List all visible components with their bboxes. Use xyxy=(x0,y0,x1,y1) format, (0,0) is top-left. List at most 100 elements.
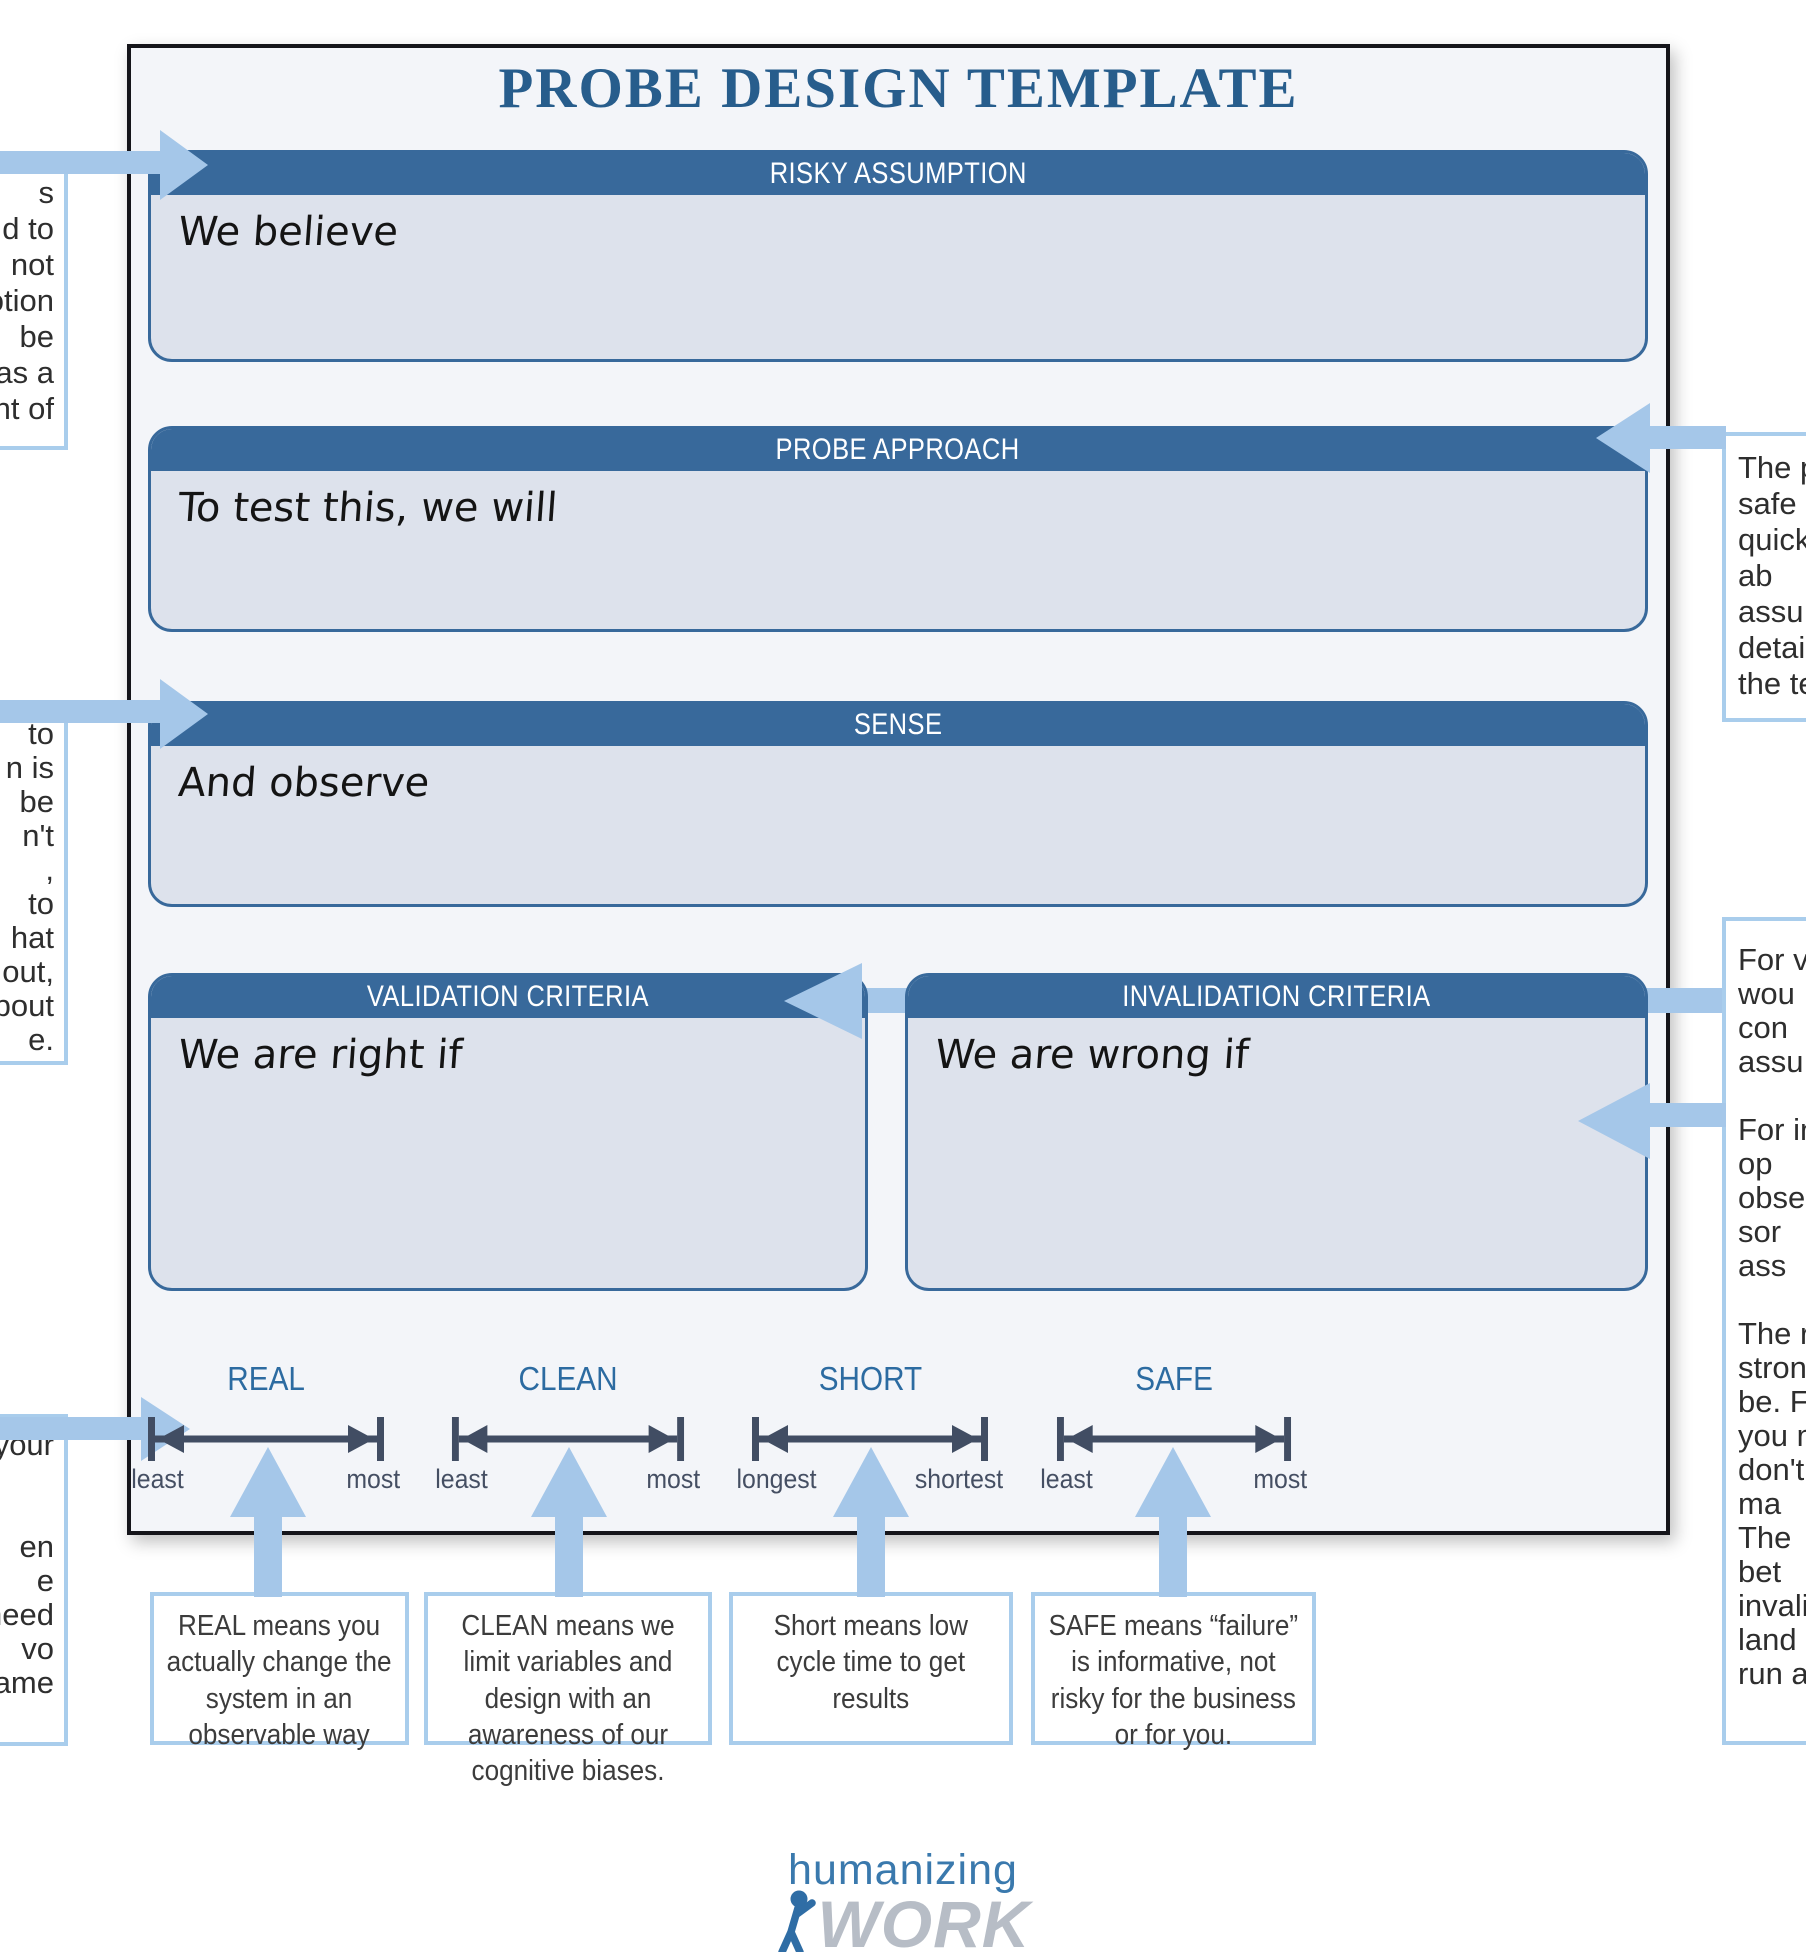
section-validation-criteria: VALIDATION CRITERIA We are right if xyxy=(148,973,868,1291)
callout-line: hat xyxy=(10,920,54,955)
slider-clean-track[interactable] xyxy=(450,1414,686,1464)
slider-safe-min-label: least xyxy=(1040,1464,1093,1494)
callout-line: bet xyxy=(1738,1554,1782,1589)
callout-line: ame xyxy=(0,1665,54,1700)
callout-line: as a xyxy=(0,355,54,390)
callout-line xyxy=(0,1462,54,1496)
slider-safe-max-label: most xyxy=(1253,1464,1308,1494)
callout-line: s xyxy=(38,175,55,210)
note-short: Short means low cycle time to get result… xyxy=(729,1592,1013,1745)
validation-criteria-field[interactable]: We are right if xyxy=(176,1032,464,1078)
person-icon xyxy=(777,1890,816,1952)
callout-line: run a xyxy=(1738,1656,1806,1691)
callout-line: The r xyxy=(1738,1316,1806,1351)
callout-line: , xyxy=(45,852,54,887)
slider-safe: SAFE least most xyxy=(1040,1360,1307,1495)
section-header-sense: SENSE xyxy=(151,704,1645,746)
slider-short-label: SHORT xyxy=(818,1360,922,1397)
risky-assumption-field[interactable]: We believe xyxy=(176,209,400,255)
note-safe: SAFE means “failure” is informative, not… xyxy=(1031,1592,1316,1751)
callout-line: assu xyxy=(1738,594,1804,629)
callout-line: out, xyxy=(2,954,54,989)
callout-line: n't xyxy=(22,818,54,853)
slider-safe-label: SAFE xyxy=(1135,1360,1213,1397)
callout-line: you m xyxy=(1738,1418,1806,1453)
callout-line: op xyxy=(1738,1146,1773,1181)
callout-line: assu xyxy=(1738,1044,1804,1079)
slider-real-min-label: least xyxy=(131,1464,184,1494)
callout-line: be xyxy=(19,784,54,819)
callout-line: For va xyxy=(1738,942,1806,977)
callout-line: don't xyxy=(1738,1452,1805,1487)
callout-line: n is xyxy=(5,750,54,785)
section-probe-approach: PROBE APPROACH To test this, we will xyxy=(148,426,1648,632)
callout-criteria: For vawouconassuFor inopobsesorassThe rs… xyxy=(1722,917,1806,1745)
callout-line: to xyxy=(28,716,54,751)
callout-line: ab xyxy=(1738,558,1773,593)
slider-real: REAL least most xyxy=(131,1360,400,1495)
logo-work-text: WORK xyxy=(817,1887,1031,1952)
callout-line: ass xyxy=(1738,1248,1787,1283)
callout-line: e. xyxy=(28,1022,54,1057)
slider-short: SHORT longest shortest xyxy=(736,1360,1003,1495)
slider-safe-track[interactable] xyxy=(1055,1414,1293,1464)
callout-line: vo xyxy=(21,1631,54,1666)
callout-line: sor xyxy=(1738,1214,1782,1249)
callout-line: e xyxy=(36,1563,54,1598)
page-title: PROBE DESIGN TEMPLATE xyxy=(498,57,1299,120)
note-clean: CLEAN means we limit variables and desig… xyxy=(424,1592,712,1787)
callout-line xyxy=(0,1496,54,1530)
slider-clean-max-label: most xyxy=(646,1464,701,1494)
slider-real-track[interactable] xyxy=(146,1414,386,1464)
callout-sliders: your eneneedvoame xyxy=(0,1414,68,1746)
callout-line: nt of xyxy=(0,391,54,426)
callout-probe-approach: The psafequicklyabassudetailthe te xyxy=(1722,432,1806,722)
callout-line: obse xyxy=(1738,1180,1806,1215)
probe-approach-field[interactable]: To test this, we will xyxy=(176,485,559,531)
slider-short-track[interactable] xyxy=(750,1414,990,1464)
logo-humanizing-text: humanizing xyxy=(788,1846,1018,1894)
callout-line: be. Fo xyxy=(1738,1384,1806,1419)
section-header-invalidation-criteria: INVALIDATION CRITERIA xyxy=(908,976,1645,1018)
callout-line xyxy=(1738,1283,1806,1317)
callout-line: The p xyxy=(1738,450,1806,485)
callout-line: safe xyxy=(1738,486,1797,521)
callout-line xyxy=(1738,1079,1806,1113)
callout-line: detail xyxy=(1738,630,1806,665)
sense-field[interactable]: And observe xyxy=(176,760,431,806)
slider-clean-label: CLEAN xyxy=(518,1360,618,1397)
section-risky-assumption: RISKY ASSUMPTION We believe xyxy=(148,150,1648,362)
callout-line: quickly xyxy=(1738,522,1806,557)
callout-line: ma xyxy=(1738,1486,1782,1521)
section-invalidation-criteria: INVALIDATION CRITERIA We are wrong if xyxy=(905,973,1648,1291)
humanizing-work-logo: humanizing WORK xyxy=(0,1846,1806,1952)
section-header-probe-approach: PROBE APPROACH xyxy=(151,429,1645,471)
slider-real-label: REAL xyxy=(227,1360,305,1397)
callout-line: land in xyxy=(1738,1622,1806,1657)
section-sense: SENSE And observe xyxy=(148,701,1648,907)
callout-line: otion xyxy=(0,283,54,318)
callout-line: The xyxy=(1738,1520,1792,1555)
callout-line: need xyxy=(0,1597,54,1632)
callout-line: For in xyxy=(1738,1112,1806,1147)
callout-line: con xyxy=(1738,1010,1788,1045)
callout-line: wou xyxy=(1738,976,1795,1011)
section-header-risky-assumption: RISKY ASSUMPTION xyxy=(151,153,1645,195)
callout-line: not xyxy=(10,247,54,282)
callout-line: strong xyxy=(1738,1350,1806,1385)
slider-clean-min-label: least xyxy=(435,1464,488,1494)
callout-line: invalid xyxy=(1738,1588,1806,1623)
slider-real-max-label: most xyxy=(346,1464,401,1494)
invalidation-criteria-field[interactable]: We are wrong if xyxy=(933,1032,1251,1078)
callout-line: your xyxy=(0,1427,54,1462)
slider-short-min-label: longest xyxy=(736,1464,817,1494)
section-header-validation-criteria: VALIDATION CRITERIA xyxy=(151,976,865,1018)
note-real: REAL means you actually change the syste… xyxy=(150,1592,409,1751)
callout-line: d to xyxy=(2,211,54,246)
callout-line: en xyxy=(19,1529,54,1564)
callout-line: be xyxy=(19,319,54,354)
callout-risky-assumption: sd tonototionbeas ant of xyxy=(0,155,68,450)
slider-short-max-label: shortest xyxy=(914,1464,1004,1494)
